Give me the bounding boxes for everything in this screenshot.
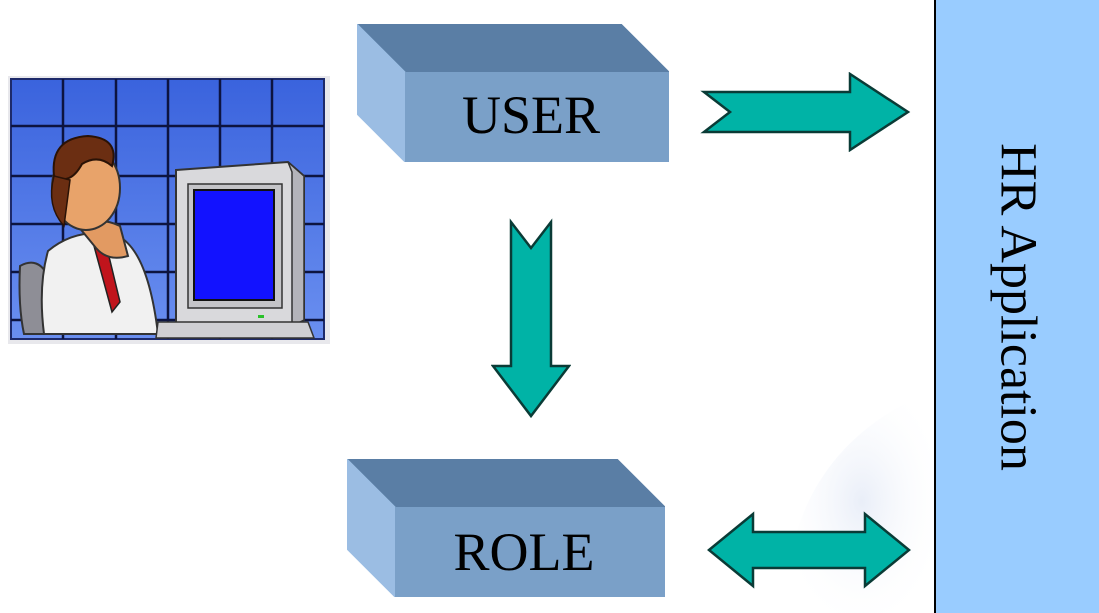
user-to-hr-arrow-icon <box>700 72 911 152</box>
user-to-role-arrow-icon <box>491 218 571 419</box>
hr-application-panel: HR Application <box>934 0 1099 613</box>
user-label: USER <box>461 85 601 145</box>
role-hr-double-arrow-icon <box>707 511 911 589</box>
hr-application-label: HR Application <box>989 142 1046 471</box>
role-box: ROLE <box>347 459 665 597</box>
user-box-shape <box>357 24 669 162</box>
role-label: ROLE <box>453 522 595 582</box>
role-box-shape <box>347 459 665 597</box>
user-box: USER <box>357 24 669 162</box>
person-at-computer-icon <box>8 76 330 344</box>
